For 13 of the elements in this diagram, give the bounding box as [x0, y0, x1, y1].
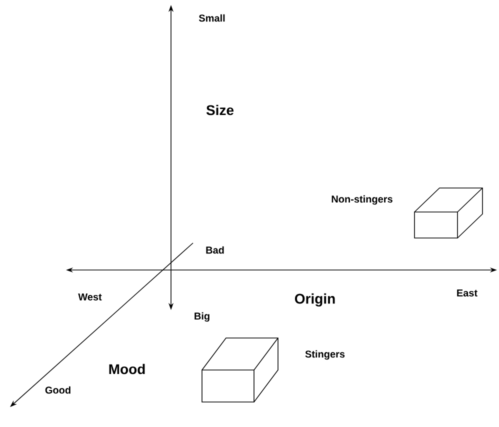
axis-end-label: Big [194, 312, 210, 322]
box-drawing [202, 338, 278, 402]
axis-end-label: Bad [206, 246, 224, 254]
axis-title: Mood [109, 364, 145, 374]
axis-end-label: Small [198, 14, 225, 22]
axis-end-label: East [457, 290, 478, 296]
axis-title: Size [206, 104, 234, 116]
box-label: Stingers [305, 350, 345, 360]
axis-end-label: West [78, 294, 102, 300]
box-drawing [414, 188, 483, 238]
axis-title: Origin [294, 293, 335, 307]
box-label: Non-stingers [332, 195, 392, 205]
axis-end-label: Good [45, 386, 70, 394]
